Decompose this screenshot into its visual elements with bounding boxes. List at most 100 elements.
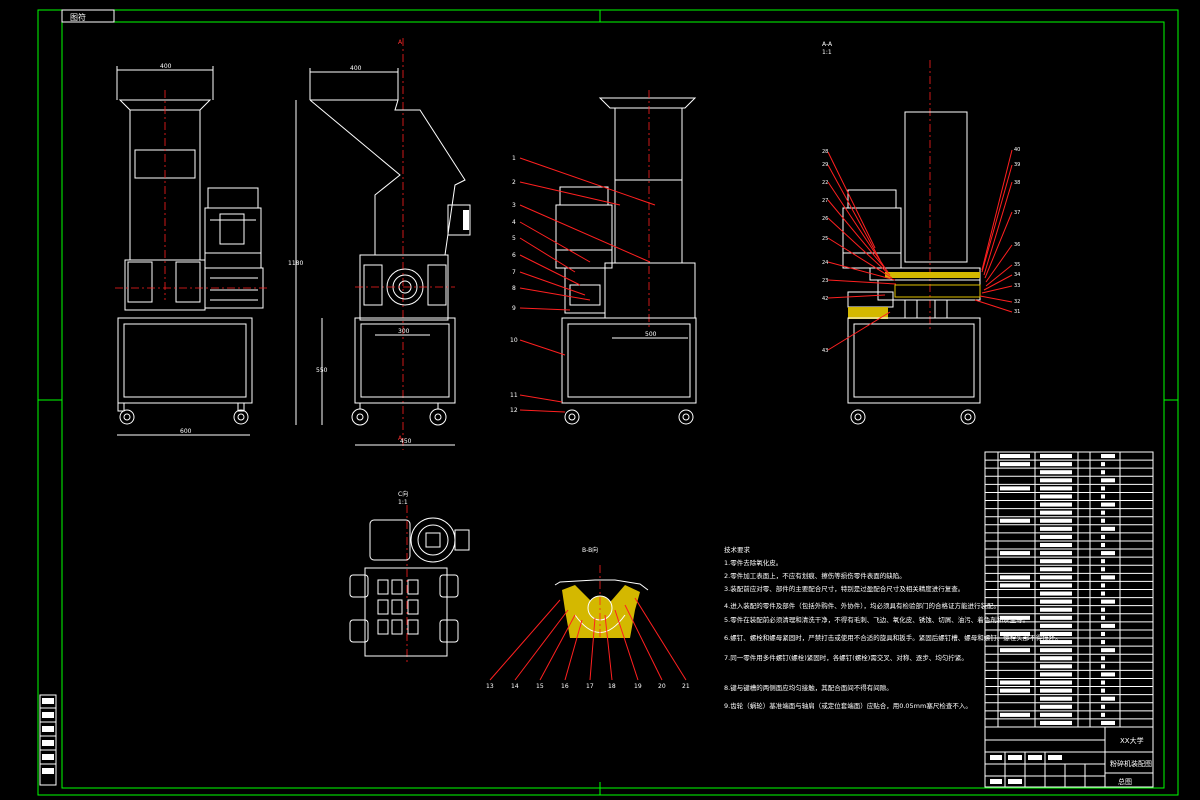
parts-row-material-mark (1101, 526, 1115, 531)
svg-text:技术要求: 技术要求 (724, 545, 751, 554)
parts-row-material-mark (1101, 470, 1105, 475)
svg-text:43: 43 (822, 348, 828, 354)
svg-text:38: 38 (1014, 180, 1020, 186)
parts-row-name-mark (1040, 712, 1072, 717)
svg-text:8: 8 (512, 285, 516, 292)
parts-list-table (984, 451, 1154, 728)
svg-text:20: 20 (658, 683, 666, 690)
parts-row-name-mark (1040, 607, 1072, 612)
parts-row-material-mark (1101, 648, 1115, 653)
svg-text:600: 600 (180, 428, 192, 435)
parts-row-code-mark (1000, 648, 1030, 653)
svg-text:2: 2 (512, 179, 516, 186)
svg-text:5: 5 (512, 235, 516, 242)
svg-text:B-B向: B-B向 (582, 546, 598, 554)
corner-tag: 图符 (70, 12, 86, 22)
section-b-b-view: B-B向 13 14 15 16 17 18 19 20 21 (486, 546, 690, 690)
parts-row-name-mark (1040, 526, 1072, 531)
svg-text:4.进入装配的零件及部件（包括外购件、外协件），均必须具有检: 4.进入装配的零件及部件（包括外购件、外协件），均必须具有检验部门的合格证方能进… (724, 601, 1000, 610)
parts-row-material-mark (1101, 567, 1105, 572)
svg-text:300: 300 (398, 328, 410, 335)
outer-frame (37, 9, 1179, 796)
svg-text:2.零件加工表面上，不应有划痕、擦伤等损伤零件表面的缺陷。: 2.零件加工表面上，不应有划痕、擦伤等损伤零件表面的缺陷。 (724, 571, 906, 580)
svg-text:37: 37 (1014, 210, 1020, 216)
parts-row-name-mark (1040, 640, 1072, 645)
svg-text:14: 14 (511, 683, 519, 690)
svg-text:6: 6 (512, 252, 516, 259)
parts-row-code-mark (1000, 680, 1030, 685)
svg-text:23: 23 (822, 278, 828, 284)
parts-row-material-mark (1101, 551, 1115, 556)
callout-view: 500 1 2 3 4 5 6 7 (510, 90, 697, 425)
parts-row-name-mark (1040, 664, 1072, 669)
svg-text:3: 3 (512, 202, 516, 209)
svg-text:A: A (398, 39, 403, 46)
parts-row-name-mark (1040, 567, 1072, 572)
parts-row-material-mark (1101, 462, 1105, 467)
svg-text:6.螺钉、螺栓和螺母紧固时，严禁打击或使用不合适的旋具和扳手: 6.螺钉、螺栓和螺母紧固时，严禁打击或使用不合适的旋具和扳手。紧固后螺钉槽、螺母… (724, 633, 1062, 642)
svg-text:1180: 1180 (288, 260, 303, 267)
parts-row-material-mark (1101, 454, 1115, 459)
parts-row-material-mark (1101, 494, 1105, 499)
svg-text:28: 28 (822, 149, 828, 155)
parts-row-material-mark (1101, 599, 1115, 604)
parts-row-name-mark (1040, 696, 1072, 701)
parts-row-material-mark (1101, 720, 1115, 725)
view-c: C向 1:1 (349, 490, 470, 665)
left-stamp-table (39, 694, 57, 786)
svg-text:5.零件在装配前必须清理和清洗干净，不得有毛刺、飞边、氧化皮: 5.零件在装配前必须清理和清洗干净，不得有毛刺、飞边、氧化皮、锈蚀、切屑、油污、… (724, 615, 1029, 624)
parts-row-name-mark (1040, 542, 1072, 548)
svg-text:24: 24 (822, 260, 828, 266)
parts-row-name-mark (1040, 486, 1072, 491)
svg-text:13: 13 (486, 683, 494, 690)
svg-text:400: 400 (350, 65, 362, 72)
parts-row-name-mark (1040, 623, 1072, 628)
svg-text:29: 29 (822, 162, 828, 168)
parts-row-name-mark (1040, 648, 1072, 653)
svg-text:1.零件去除氧化皮。: 1.零件去除氧化皮。 (724, 558, 782, 567)
svg-text:3.装配前应对零、部件的主要配合尺寸，特别是过盈配合尺寸及相: 3.装配前应对零、部件的主要配合尺寸，特别是过盈配合尺寸及相关精度进行复查。 (724, 584, 964, 593)
svg-text:550: 550 (316, 367, 328, 374)
parts-row-name-mark (1040, 615, 1072, 620)
parts-row-material-mark (1101, 575, 1115, 580)
svg-text:9.齿轮（蜗轮）基准端面与轴肩（或定位套端面）应贴合，用0.: 9.齿轮（蜗轮）基准端面与轴肩（或定位套端面）应贴合，用0.05mm塞尺检查不入… (724, 701, 972, 710)
title-drawing-name: 粉碎机装配图 (1110, 759, 1152, 768)
svg-text:17: 17 (586, 683, 594, 690)
frame-center-marks (38, 10, 1178, 795)
parts-row-material-mark (1101, 534, 1105, 539)
parts-row-name-mark (1040, 454, 1072, 459)
parts-row-name-mark (1040, 534, 1072, 539)
parts-row-name-mark (1040, 502, 1072, 507)
parts-row-material-mark (1101, 542, 1105, 548)
parts-row-material-mark (1101, 607, 1105, 612)
svg-text:39: 39 (1014, 162, 1020, 168)
parts-row-material-mark (1101, 712, 1105, 717)
svg-text:27: 27 (822, 198, 828, 204)
parts-row-name-mark (1040, 599, 1072, 604)
svg-text:C向: C向 (398, 490, 408, 498)
svg-text:500: 500 (645, 331, 657, 338)
parts-row-material-mark (1101, 510, 1105, 515)
parts-row-name-mark (1040, 470, 1072, 475)
svg-text:1:1: 1:1 (822, 49, 832, 56)
section-a-a-view: A-A 1:1 (822, 41, 1020, 425)
parts-row-name-mark (1040, 688, 1072, 693)
parts-row-name-mark (1040, 494, 1072, 499)
parts-row-name-mark (1040, 704, 1072, 709)
svg-text:7.同一零件用多件螺钉(螺栓)紧固时，各螺钉(螺栓)需交叉、: 7.同一零件用多件螺钉(螺栓)紧固时，各螺钉(螺栓)需交叉、对称、逐步、均匀拧紧… (724, 653, 968, 662)
svg-text:35: 35 (1014, 262, 1020, 268)
svg-text:34: 34 (1014, 272, 1020, 278)
parts-row-material-mark (1101, 518, 1105, 523)
svg-text:19: 19 (634, 683, 642, 690)
parts-row-code-mark (1000, 486, 1030, 491)
svg-text:25: 25 (822, 236, 828, 242)
parts-row-material-mark (1101, 623, 1115, 628)
svg-text:450: 450 (400, 438, 412, 445)
parts-row-material-mark (1101, 478, 1115, 483)
inner-frame (61, 21, 1165, 789)
parts-row-name-mark (1040, 591, 1072, 596)
parts-row-code-mark (1000, 615, 1030, 620)
technical-requirements: 技术要求 1.零件去除氧化皮。 2.零件加工表面上，不应有划痕、擦伤等损伤零件表… (724, 545, 1062, 710)
parts-row-code-mark (1000, 583, 1030, 588)
